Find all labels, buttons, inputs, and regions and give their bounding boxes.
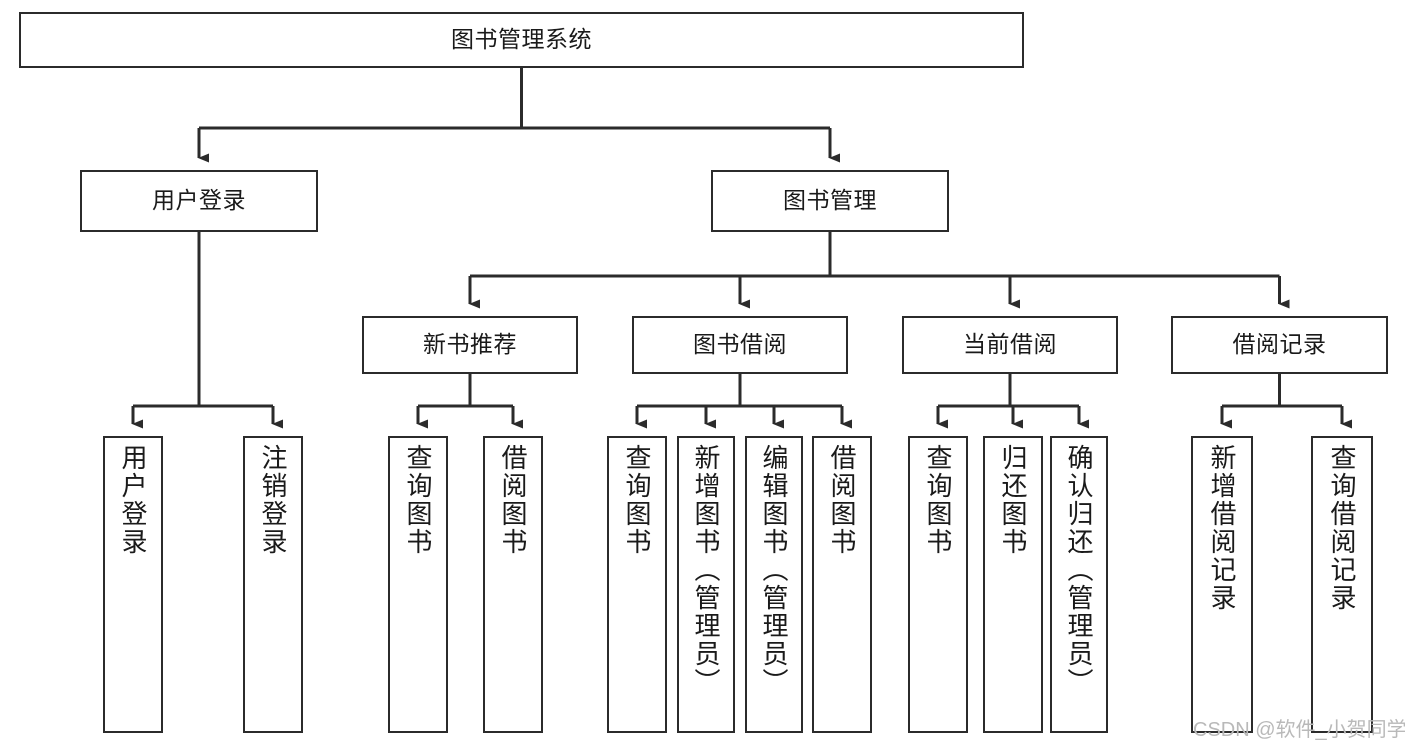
node-label: 新增借阅记录 — [1207, 444, 1237, 612]
node-leaf-user-login[interactable]: 用户登录 — [103, 436, 163, 733]
node-book-borrow[interactable]: 图书借阅 — [632, 316, 848, 374]
node-label: 用户登录 — [118, 444, 148, 556]
node-leaf-br-query[interactable]: 查询借阅记录 — [1311, 436, 1373, 733]
node-label: 当前借阅 — [963, 331, 1057, 358]
node-leaf-bb-edit[interactable]: 编辑图书（管理员） — [745, 436, 803, 733]
node-root[interactable]: 图书管理系统 — [19, 12, 1024, 68]
node-current-borrow[interactable]: 当前借阅 — [902, 316, 1118, 374]
node-label: 查询图书 — [622, 444, 652, 556]
node-leaf-bb-borrow[interactable]: 借阅图书 — [812, 436, 872, 733]
node-new-book-rec[interactable]: 新书推荐 — [362, 316, 578, 374]
node-leaf-br-add[interactable]: 新增借阅记录 — [1191, 436, 1253, 733]
node-label: 查询图书 — [403, 444, 433, 556]
node-leaf-user-logout[interactable]: 注销登录 — [243, 436, 303, 733]
node-leaf-bb-query[interactable]: 查询图书 — [607, 436, 667, 733]
node-leaf-bb-add[interactable]: 新增图书（管理员） — [677, 436, 735, 733]
node-label: 图书管理系统 — [451, 26, 592, 53]
node-leaf-cb-query[interactable]: 查询图书 — [908, 436, 968, 733]
node-label: 确认归还（管理员） — [1064, 444, 1094, 696]
node-label: 借阅图书 — [498, 444, 528, 556]
node-label: 借阅记录 — [1232, 331, 1327, 358]
node-leaf-cb-return[interactable]: 归还图书 — [983, 436, 1043, 733]
node-leaf-cb-confirm[interactable]: 确认归还（管理员） — [1050, 436, 1108, 733]
node-label: 查询借阅记录 — [1327, 444, 1357, 612]
node-label: 图书管理 — [783, 187, 877, 214]
node-leaf-rec-query[interactable]: 查询图书 — [388, 436, 448, 733]
node-label: 编辑图书（管理员） — [759, 444, 789, 696]
node-label: 图书借阅 — [693, 331, 787, 358]
node-label: 新书推荐 — [423, 331, 517, 358]
node-book-manage[interactable]: 图书管理 — [711, 170, 949, 232]
node-label: 借阅图书 — [827, 444, 857, 556]
node-label: 查询图书 — [923, 444, 953, 556]
csdn-watermark: CSDN @软件_小贺同学 — [1193, 719, 1405, 741]
node-label: 归还图书 — [998, 444, 1028, 556]
node-user-login[interactable]: 用户登录 — [80, 170, 318, 232]
node-label: 用户登录 — [152, 187, 246, 214]
node-label: 注销登录 — [258, 444, 288, 556]
node-label: 新增图书（管理员） — [691, 444, 721, 696]
node-leaf-rec-borrow[interactable]: 借阅图书 — [483, 436, 543, 733]
node-borrow-record[interactable]: 借阅记录 — [1171, 316, 1388, 374]
